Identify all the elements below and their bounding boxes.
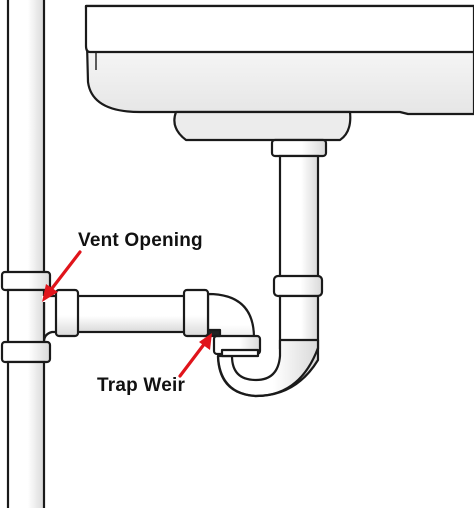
p-trap-bend — [216, 338, 320, 398]
trap-arm-coupling — [182, 288, 210, 338]
tee-hub — [54, 288, 80, 338]
stack-coupling-bottom — [0, 340, 52, 364]
tailpiece — [270, 138, 328, 350]
vent-stack — [0, 0, 52, 513]
vent-arrow — [42, 250, 82, 302]
vent-opening-label: Vent Opening — [78, 230, 203, 251]
weir-arrow — [178, 333, 212, 378]
sink-basin — [84, 4, 474, 142]
trap-arm — [72, 288, 210, 338]
trap-elbow — [202, 292, 262, 358]
sanitary-tee — [42, 288, 80, 344]
trap-weir-label: Trap Weir — [97, 375, 186, 396]
stack-coupling-top — [0, 270, 52, 292]
